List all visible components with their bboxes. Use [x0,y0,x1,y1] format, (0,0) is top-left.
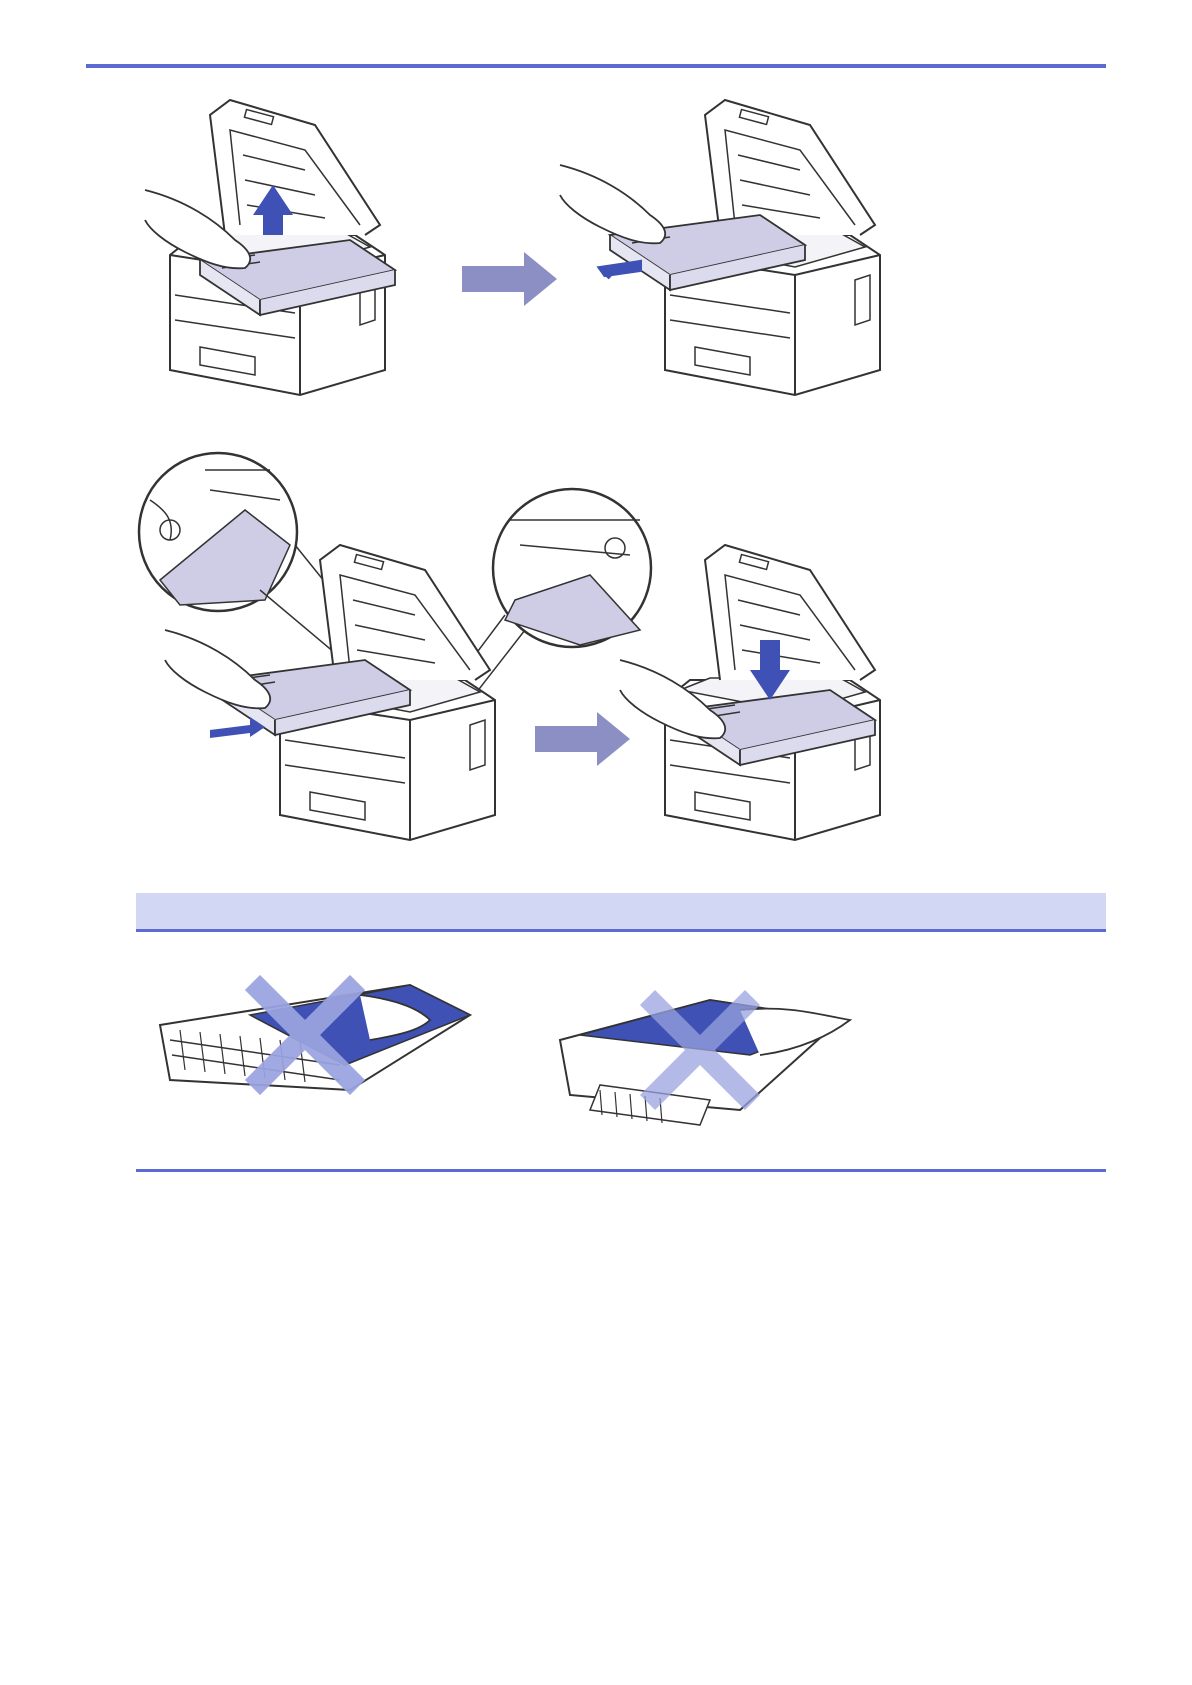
note-header-bar [136,893,1106,932]
note-bottom-rule [136,1169,1106,1172]
step-arrow-1 [462,252,557,306]
printer-figure-1 [145,100,395,395]
printer-figure-2 [560,100,880,395]
printer-figure-4 [620,545,880,840]
step-arrow-2 [535,712,630,766]
